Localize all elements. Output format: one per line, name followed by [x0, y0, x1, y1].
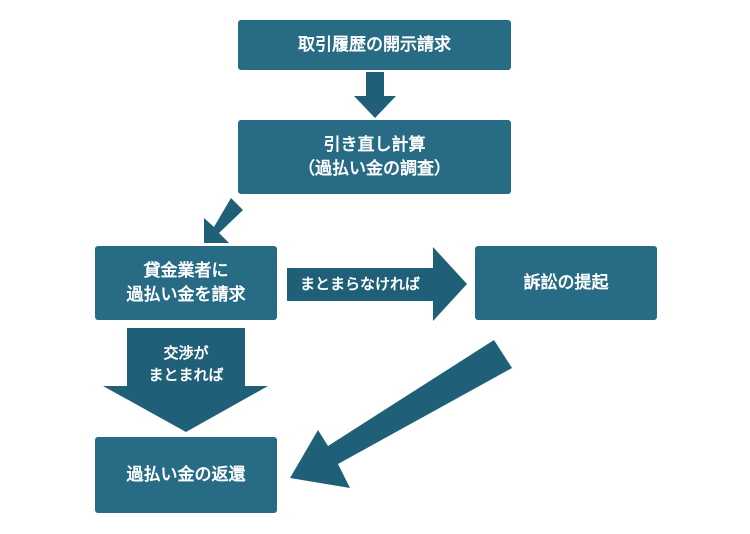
arrow-lawsuit-to-refund: [290, 340, 512, 488]
node-refund: 過払い金の返還: [95, 437, 277, 513]
node-file-lawsuit: 訴訟の提起: [475, 246, 657, 320]
edge-label-negotiation-settled: 交渉が まとまれば: [148, 344, 224, 384]
node-disclosure-request: 取引履歴の開示請求: [238, 20, 511, 70]
edge-label-not-settled: まとまらなければ: [299, 275, 420, 293]
arrow-disclosure-to-recalc: [354, 72, 396, 118]
arrow-claim-to-lawsuit: [287, 247, 467, 321]
node-claim-to-lender: 貸金業者に 過払い金を請求: [95, 246, 277, 320]
node-recalculation: 引き直し計算 （過払い金の調査）: [238, 120, 511, 194]
arrow-claim-to-refund: [103, 328, 268, 432]
arrow-recalc-to-claim: [204, 198, 243, 243]
